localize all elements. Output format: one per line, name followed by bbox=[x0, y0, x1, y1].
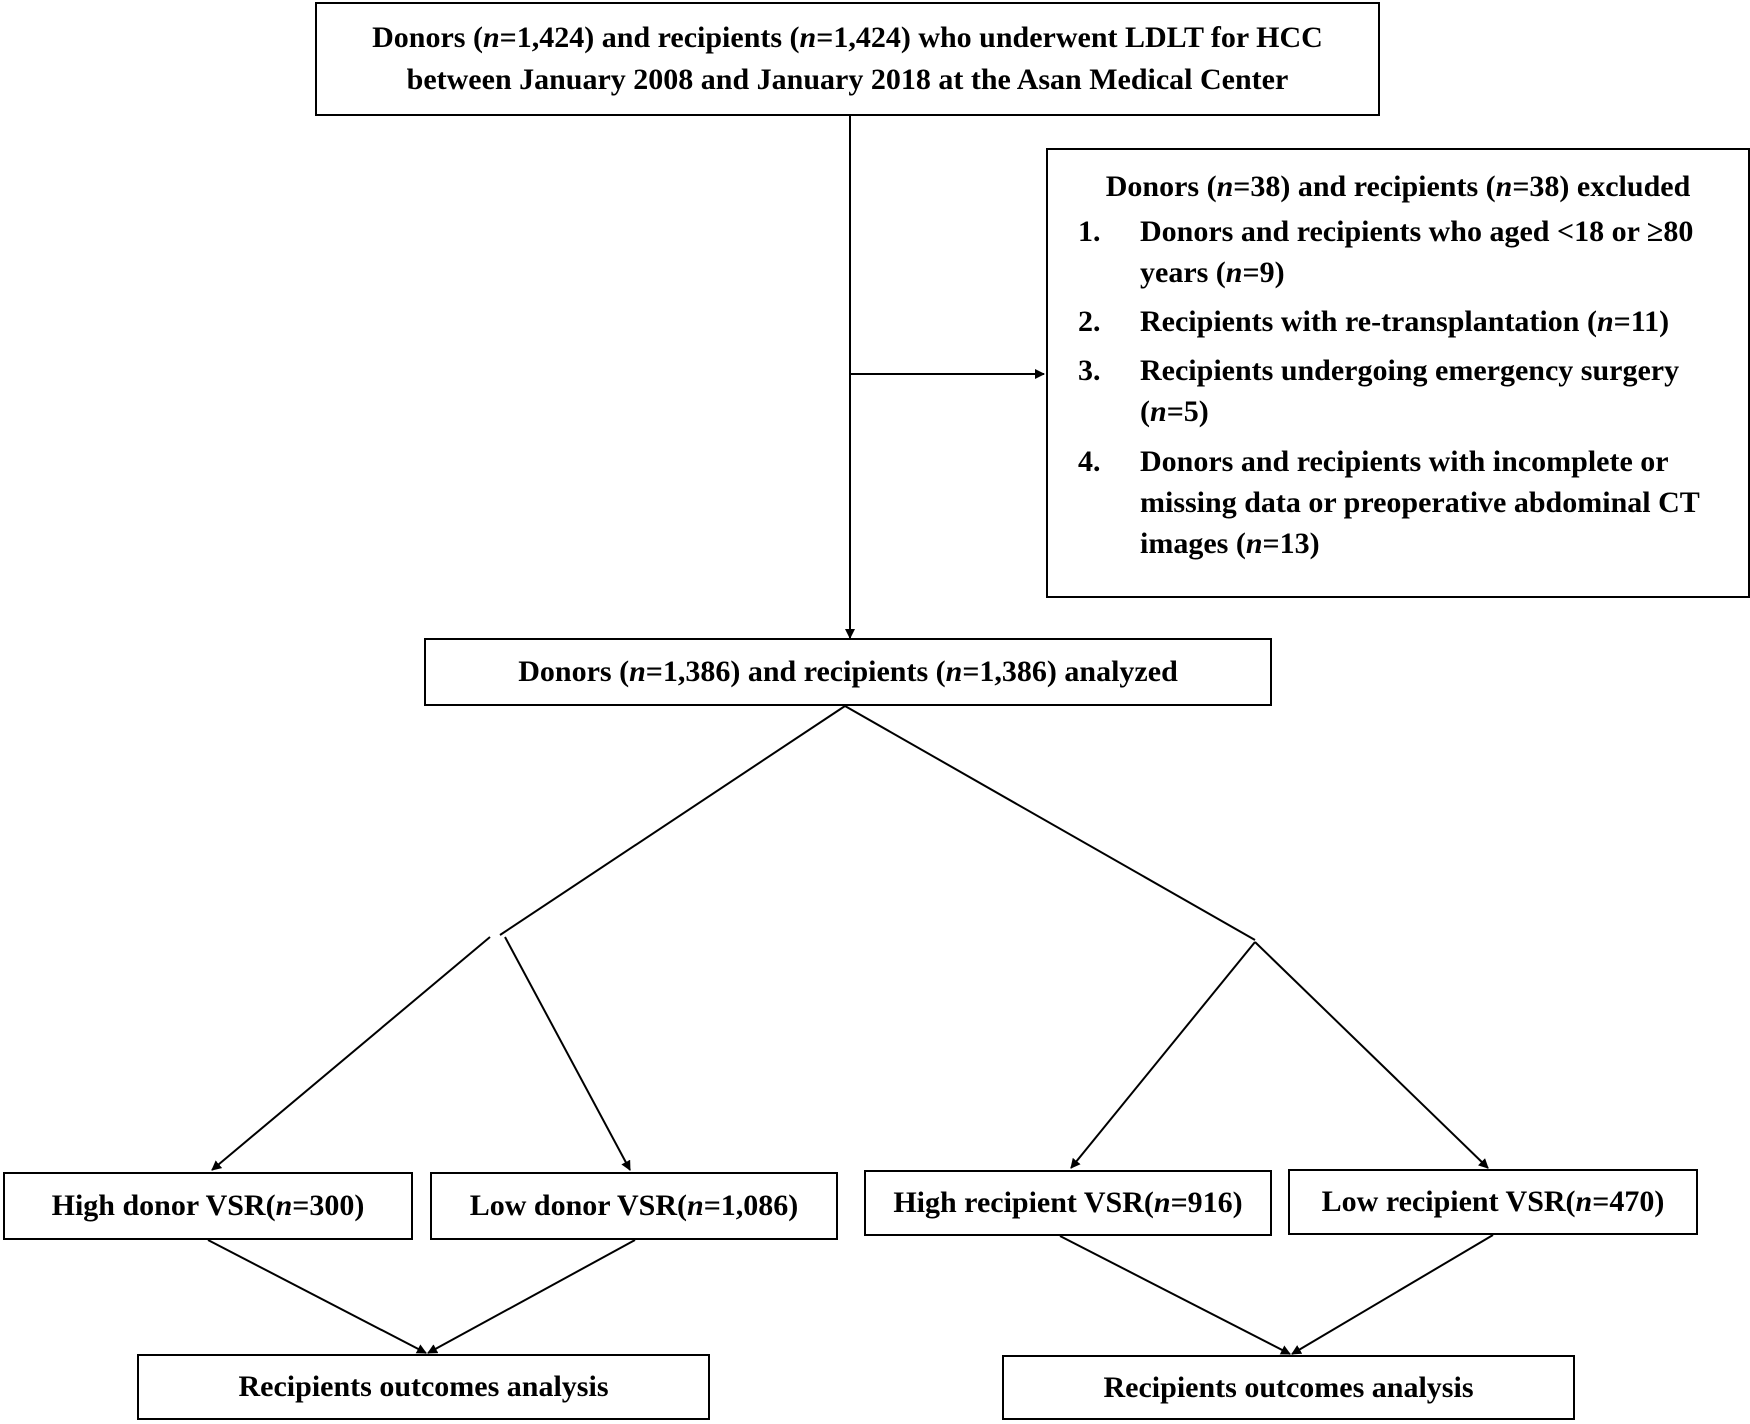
arrow-to-high-recipient bbox=[1070, 941, 1256, 1169]
exclusion-box: Donors (n=38) and recipients (n=38) excl… bbox=[1046, 148, 1750, 598]
exclusion-list: 1. Donors and recipients who aged <18 or… bbox=[1064, 211, 1732, 564]
exclusion-item: 4. Donors and recipients with incomplete… bbox=[1078, 444, 1700, 560]
arrow-high-recipient-to-outcome bbox=[1059, 1235, 1291, 1355]
start-population-box: Donors (n=1,424) and recipients (n=1,424… bbox=[315, 2, 1380, 116]
outcome-analysis-box-right: Recipients outcomes analysis bbox=[1002, 1355, 1575, 1420]
arrow-high-donor-to-outcome bbox=[207, 1239, 427, 1354]
outcome-analysis-box-left: Recipients outcomes analysis bbox=[137, 1354, 710, 1420]
arrow-to-high-donor bbox=[211, 936, 491, 1171]
arrow-to-low-donor bbox=[504, 936, 631, 1171]
start-population-text: Donors (n=1,424) and recipients (n=1,424… bbox=[372, 21, 1323, 96]
analyzed-population-box: Donors (n=1,386) and recipients (n=1,386… bbox=[424, 638, 1272, 706]
exclusion-item: 3. Recipients undergoing emergency surge… bbox=[1078, 354, 1680, 429]
split-right-line bbox=[844, 705, 1256, 941]
arrow-to-low-recipient bbox=[1254, 941, 1489, 1169]
exclusion-item: 2. Recipients with re-transplantation (n… bbox=[1078, 305, 1670, 339]
low-donor-vsr-box: Low donor VSR(n=1,086) bbox=[430, 1172, 838, 1240]
high-donor-vsr-box: High donor VSR(n=300) bbox=[3, 1172, 413, 1240]
low-recipient-vsr-box: Low recipient VSR(n=470) bbox=[1288, 1169, 1698, 1235]
high-recipient-vsr-box: High recipient VSR(n=916) bbox=[864, 1170, 1272, 1236]
exclusion-header: Donors (n=38) and recipients (n=38) excl… bbox=[1105, 170, 1691, 203]
arrow-low-donor-to-outcome bbox=[427, 1239, 636, 1354]
analyzed-population-text: Donors (n=1,386) and recipients (n=1,386… bbox=[518, 655, 1178, 688]
exclusion-item: 1. Donors and recipients who aged <18 or… bbox=[1078, 215, 1694, 290]
split-left-line bbox=[499, 705, 846, 936]
arrow-low-recipient-to-outcome bbox=[1291, 1234, 1494, 1355]
